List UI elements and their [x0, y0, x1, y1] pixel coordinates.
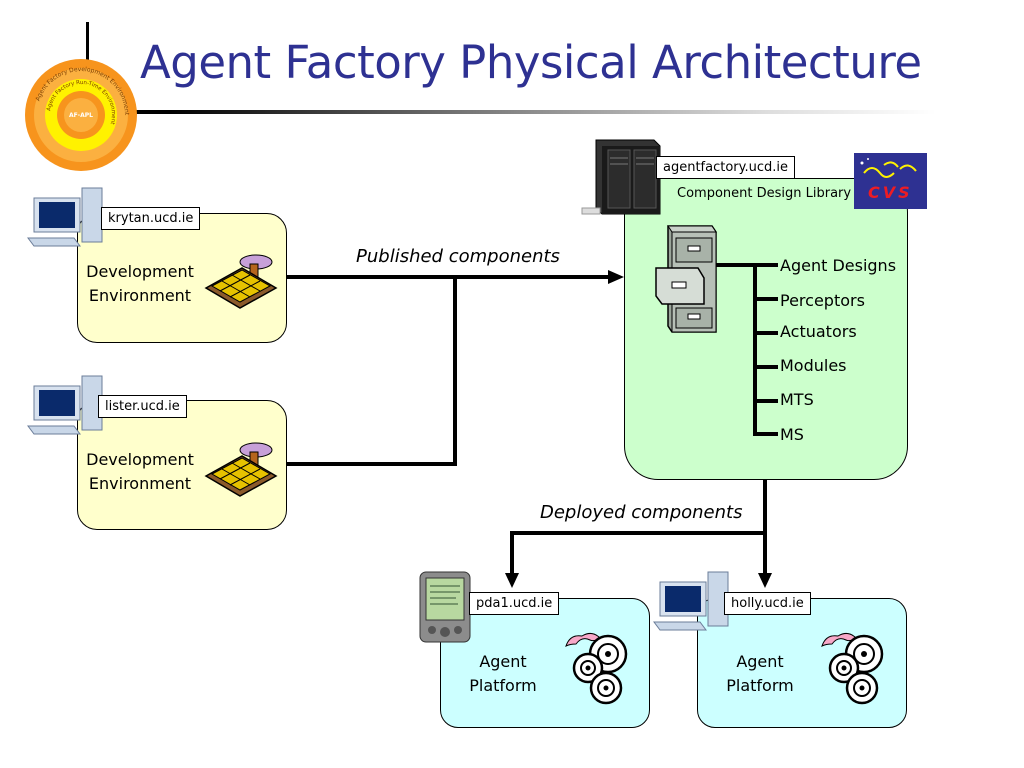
library-item-perceptors: Perceptors: [780, 291, 865, 310]
desktop-computer-icon: [27, 375, 103, 435]
desktop-computer-icon: [653, 571, 729, 631]
deployed-components-label: Deployed components: [540, 502, 743, 523]
logo-center-text: AF-APL: [69, 112, 93, 119]
library-item-ms: MS: [780, 425, 804, 444]
filing-cabinet-icon: [655, 225, 717, 333]
factory-icon: [204, 442, 278, 497]
published-components-label: Published components: [356, 246, 560, 267]
agent-platform-hostname-1: pda1.ucd.ie: [469, 592, 560, 615]
desktop-computer-icon: [27, 187, 103, 247]
header-vertical-rule: [86, 22, 89, 62]
dev-env-hostname-2: lister.ucd.ie: [98, 395, 187, 418]
agent-platform-hostname-2: holly.ucd.ie: [724, 592, 811, 615]
dev-env-hostname-1: krytan.ucd.ie: [101, 207, 201, 230]
cvs-swirl-icon: [860, 158, 917, 178]
gears-icon: [565, 632, 628, 705]
dev-env-label-1: Development Environment: [86, 262, 194, 305]
library-item-agent-designs: Agent Designs: [780, 256, 897, 275]
library-item-mts: MTS: [780, 390, 814, 409]
cvs-logo-text: CVS: [868, 183, 913, 202]
server-tower-icon: [581, 139, 661, 215]
agent-platform-label-2: Agent Platform: [726, 652, 794, 695]
component-design-library-label: Component Design Library: [677, 186, 852, 201]
library-item-modules: Modules: [780, 356, 847, 375]
server-hostname: agentfactory.ucd.ie: [656, 156, 795, 179]
slide-title: Agent Factory Physical Architecture: [140, 36, 922, 89]
factory-icon: [204, 254, 278, 309]
header-underline: [86, 110, 936, 114]
library-item-actuators: Actuators: [780, 322, 857, 341]
dev-env-label-2: Development Environment: [86, 450, 194, 493]
pda-icon: [419, 571, 471, 643]
gears-icon: [821, 632, 884, 705]
agent-platform-label-1: Agent Platform: [469, 652, 537, 695]
agent-factory-logo: Agent Factory Development Environment Ag…: [25, 59, 137, 171]
cvs-logo: CVS: [854, 153, 927, 209]
